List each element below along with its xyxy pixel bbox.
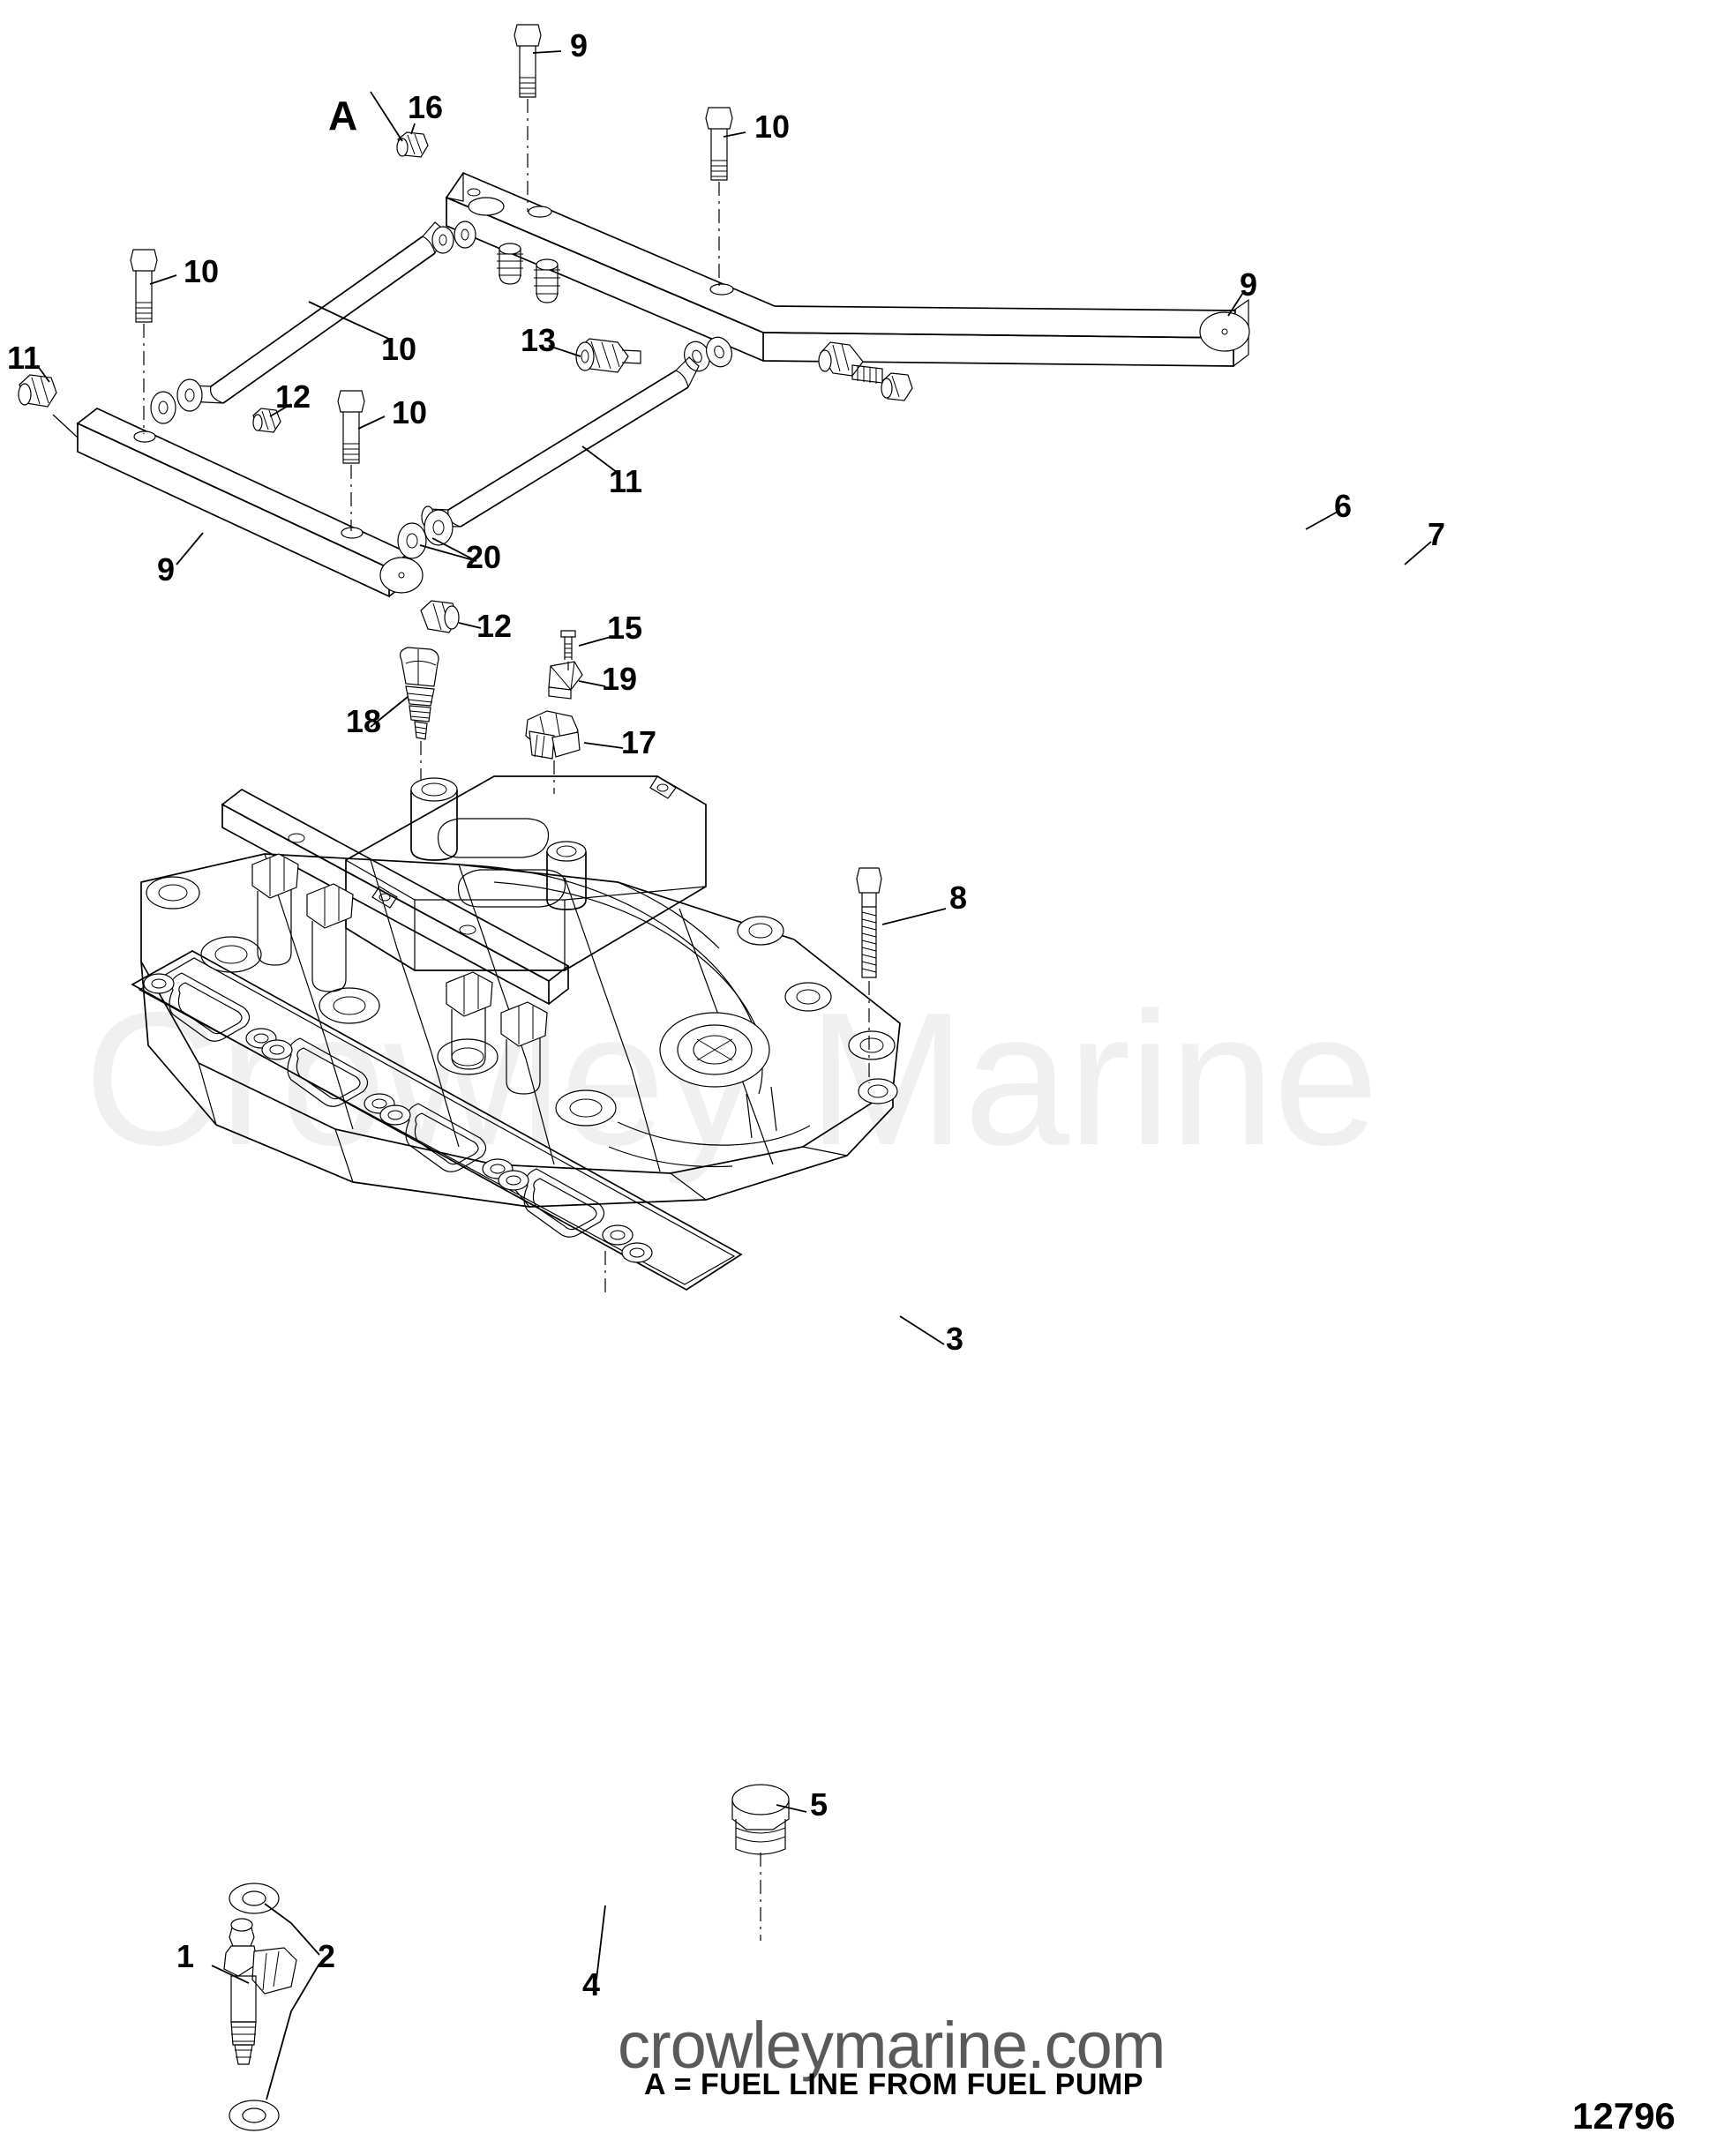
fuel-rail-lower-art [52, 408, 424, 598]
callout-16: 17 [621, 724, 657, 760]
callout-17: 18 [346, 703, 382, 739]
fuel-rail-upper-art [445, 171, 1250, 372]
callout-10-top-right: 10 [754, 109, 791, 145]
fitting-15-art [396, 131, 429, 158]
callout-14: 13 [521, 322, 557, 358]
fuel-line-note: A = FUEL LINE FROM FUEL PUMP [644, 2068, 1143, 2101]
end-cap-12-left-art [18, 374, 57, 408]
installed-fuel-rail-art [221, 788, 570, 1095]
callout-10-mid-center: 10 [392, 394, 428, 430]
callout-12-right: 12 [476, 608, 513, 644]
callout-11-lower: 11 [609, 463, 643, 499]
callout-19: 15 [607, 610, 643, 646]
figure-number: 12796 [1572, 2095, 1676, 2137]
callout-8: 8 [949, 880, 968, 916]
callout-13: 12 [275, 378, 311, 415]
temperature-sensor-17-art [399, 647, 439, 798]
callout-15: 16 [408, 89, 444, 125]
fuel-fitting-6-art [818, 341, 883, 384]
end-cap-12-right-art [420, 600, 460, 633]
manifold-gasket-art [131, 950, 743, 1295]
o-ring-washers-upper-art [150, 221, 476, 424]
callout-10-mid-left: 10 [184, 253, 220, 289]
crossover-tube-lower [421, 356, 700, 528]
callout-20: 20 [466, 539, 502, 575]
callout-1: 1 [176, 1938, 195, 1974]
plug-7-art [881, 372, 913, 401]
callout-11-upper: 10 [381, 331, 417, 367]
pressure-fitting-14-art [575, 338, 641, 373]
rail-bolt-2-art [705, 107, 733, 291]
rail-bolt-4-art [337, 390, 365, 531]
callout-4: 4 [582, 1966, 601, 2003]
intake-manifold-art [140, 775, 901, 1208]
callout-18: 19 [602, 661, 638, 697]
callout-3: 3 [946, 1321, 964, 1357]
callout-6: 6 [1334, 488, 1353, 524]
callout-9-lower: 9 [157, 551, 176, 588]
fuel-injector-1-art [223, 1883, 297, 2131]
callout-5: 5 [810, 1786, 829, 1823]
bracket-screw-19-art [560, 630, 576, 670]
background-watermark: Crowley Marine [84, 972, 1378, 1185]
crossover-tube-upper [182, 221, 446, 405]
rail-bolt-3-art [130, 249, 158, 434]
sensor-bracket-18-art [548, 661, 583, 700]
callout-7: 7 [1428, 516, 1446, 552]
pipe-plug-5-art [731, 1784, 790, 1941]
rail-bolt-1-art [514, 24, 542, 212]
reference-letter-a: A [328, 93, 358, 138]
callout-2: 2 [318, 1938, 336, 1974]
callout-12-left: 11 [7, 340, 41, 376]
o-ring-washers-art [397, 509, 454, 559]
callout-10-top-center: 9 [570, 27, 589, 64]
map-sensor-16-art [525, 710, 581, 794]
callout-9-upper: 9 [1240, 266, 1258, 303]
manifold-bolt-8-art [856, 867, 882, 1083]
